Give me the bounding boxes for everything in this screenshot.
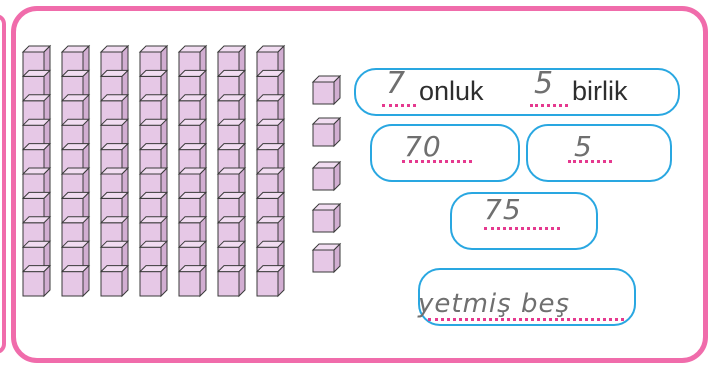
tens-total-blank [402,160,472,163]
unit-cube [313,204,340,232]
unit-cube [313,162,340,190]
rod-cube [179,266,206,296]
rod-cube [101,266,128,296]
unit-cubes [313,76,340,272]
number-pill [450,192,598,250]
rod-cube [23,266,50,296]
tens-rod [179,46,206,296]
tens-total-pill [370,124,520,182]
tens-rod [257,46,284,296]
number-words-blank [428,318,624,321]
ones-total-blank [568,160,612,163]
rod-cube [62,266,89,296]
tens-rod [62,46,89,296]
tens-count-blank [382,104,416,107]
rod-cube [257,266,284,296]
unit-cube [313,118,340,146]
tens-word-label: onluk [419,76,484,107]
number-words-answer: yetmiş beş [418,289,570,319]
rod-cube [140,266,167,296]
tens-rod [101,46,128,296]
tens-count-answer: 7 [386,66,406,101]
ones-word-label: birlik [572,76,628,107]
ones-total-answer: 5 [574,130,593,163]
ones-count-answer: 5 [534,66,554,101]
tens-rods [23,46,284,296]
unit-cube [313,76,340,104]
tens-total-answer: 70 [404,130,442,163]
rod-cube [218,266,245,296]
ones-count-blank [530,104,568,107]
unit-cube [313,244,340,272]
number-blank [484,227,560,230]
number-answer: 75 [484,193,522,226]
ones-total-pill [526,124,672,182]
tens-rod [140,46,167,296]
tens-rod [23,46,50,296]
tens-rod [218,46,245,296]
